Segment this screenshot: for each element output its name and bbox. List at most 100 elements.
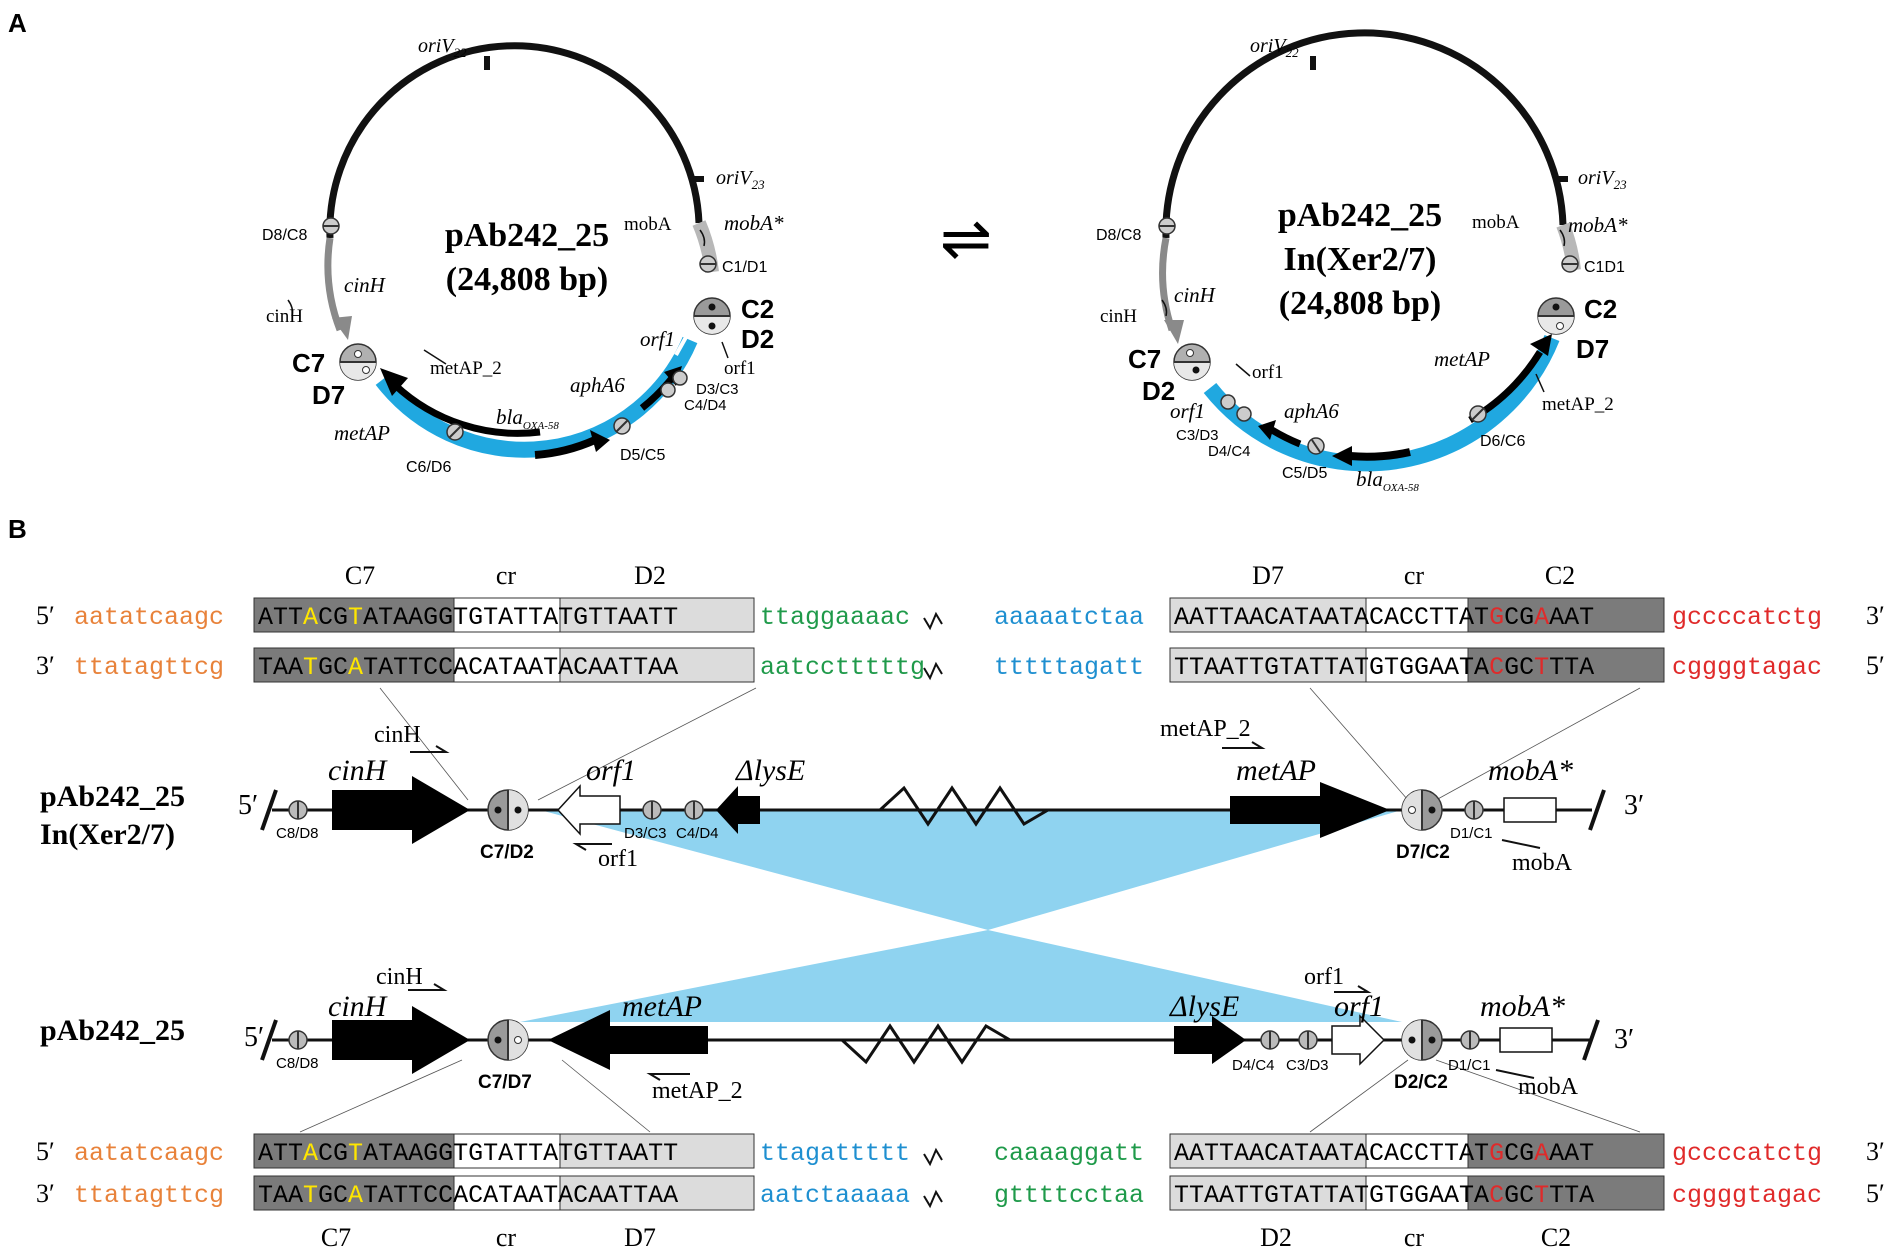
left-cinH-arrowhead (332, 316, 352, 340)
left-site-d5c5 (613, 417, 631, 435)
right-plasmid-map: oriV22 oriV23 mobA mobA* C1D1 C2 D7 metA… (1096, 29, 1628, 494)
left-metAP-gene-label: metAP (334, 421, 390, 445)
left-d2-label: D2 (741, 324, 774, 354)
left-site-d3c3 (672, 370, 688, 386)
right-site-c2d7 (1537, 297, 1575, 335)
right-site-c7d2 (1173, 343, 1211, 381)
right-bla-arrow (1349, 448, 1411, 461)
inv-lysE-label: ΔlysE (735, 754, 805, 787)
top-header-d7: D7 (1252, 561, 1284, 590)
orig-site-d2c2 (1401, 1019, 1443, 1061)
panel-label-b: B (8, 514, 27, 544)
bot-s1-break-icon (923, 1147, 943, 1167)
inv-three-prime: 3′ (1624, 790, 1644, 821)
orig-c3d3-label: C3/D3 (1286, 1057, 1329, 1074)
left-d5c5-label: D5/C5 (620, 447, 665, 464)
left-metAP-arrow (392, 382, 541, 437)
inv-metAP-gene-label: metAP (1236, 754, 1316, 787)
top-sequence-block: C7 cr D2 D7 cr C2 5′ aatatcaagc ATTACGTA… (36, 561, 1885, 683)
left-metAP-primer-label: metAP_2 (430, 358, 502, 379)
left-oriV23-tick (692, 176, 704, 182)
right-bla-arrowhead (1332, 446, 1352, 466)
top-s1-left-end: 5′ (36, 601, 55, 630)
left-bla-arrowhead (590, 430, 610, 452)
left-site-d8c8 (322, 217, 340, 235)
inv-site-d3c3 (642, 800, 662, 820)
orig-cinH-primer-label: cinH (376, 964, 423, 990)
right-cinH-arrowhead (1164, 320, 1184, 344)
top-s2-c7: TAATGCATATTCCACATAATACAATTAA (258, 653, 678, 682)
left-site-c4d4 (660, 382, 676, 398)
right-oriV23-label: oriV23 (1578, 167, 1627, 192)
inv-right-break (1588, 789, 1606, 831)
left-bla-arrow (534, 436, 597, 459)
left-metAP-arrowhead (380, 368, 408, 396)
left-plasmid-map: oriV22 oriV23 mobA mobA* C1/D1 C2 D2 orf… (262, 35, 784, 476)
bot-header-cr2: cr (1404, 1223, 1425, 1252)
orig-title: pAb242_25 (40, 1014, 185, 1047)
right-orf1-primer-arrow (1235, 363, 1251, 377)
inv-metAP-primer-arrow (1222, 741, 1266, 749)
right-site-d8c8 (1158, 217, 1176, 235)
right-cinH-segment (1159, 237, 1176, 332)
inv-metAP-gene (1230, 782, 1390, 838)
bot-header-d2: D2 (1260, 1223, 1292, 1252)
top-s1-break-icon (923, 611, 943, 631)
bot-s2-c7: TAATGCATATTCCACATAATACAATTAA (258, 1181, 678, 1210)
orig-d4c4-label: D4/C4 (1232, 1057, 1275, 1074)
right-oriV22-tick (1310, 56, 1316, 70)
inv-title-1: pAb242_25 (40, 780, 185, 813)
right-metAP-primer-arrow (1535, 373, 1545, 393)
right-mobA-primer-arrow (1559, 229, 1566, 247)
top-guide-lines (379, 687, 1641, 801)
top-box-cr1-s2 (453, 647, 561, 683)
top-header-cr1: cr (496, 561, 517, 590)
top-s1-mid-right: aaaaatctaa (994, 603, 1144, 632)
left-bla-label: blaOXA-58 (496, 405, 559, 432)
bot-s1-mid-right: caaaaggatt (994, 1139, 1144, 1168)
right-d8c8-label: D8/C8 (1096, 227, 1141, 244)
top-s1-c7: ATTACGTATAAGGTGTATTATGTTAATT (258, 603, 678, 632)
left-c2-label: C2 (741, 294, 774, 324)
inv-lysE-gene (716, 786, 760, 834)
bot-s2-left: ttatagttcg (74, 1181, 224, 1210)
orig-metAP-primer-arrow (646, 1073, 690, 1081)
inverted-map: pAb242_25 In(Xer2/7) 5′ 3′ (40, 716, 1644, 876)
inv-orf1-gene (556, 784, 621, 836)
bot-s2-break-icon (923, 1189, 943, 1209)
inv-d7c2-label: D7/C2 (1396, 842, 1450, 863)
left-d3c3-label: D3/C3 (696, 381, 739, 398)
panel-label-a: A (8, 8, 27, 38)
right-site-c1d1 (1561, 255, 1579, 273)
top-s1-right: gccccatctg (1672, 603, 1822, 632)
crossover-lower-fill (520, 930, 1402, 1022)
inv-site-c8d8 (288, 800, 308, 820)
right-oriV23-tick (1556, 176, 1568, 182)
right-cassette (1203, 335, 1560, 472)
top-s1-mid-left: ttaggaaaac (760, 603, 910, 632)
inv-d3c3-label: D3/C3 (624, 825, 667, 842)
orig-mobA-primer-label: mobA (1518, 1074, 1579, 1100)
top-header-cr2: cr (1404, 561, 1425, 590)
top-s2-mid-left: aatcctttttg (760, 653, 925, 682)
bottom-sequence-block: 5′ aatatcaagc ATTACGTATAAGGTGTATTATGTTAA… (36, 1133, 1885, 1252)
top-s2-mid-right: tttttagatt (994, 653, 1144, 682)
left-backbone (326, 42, 703, 239)
inv-site-c4d4 (684, 800, 704, 820)
right-plasmid-size: (24,808 bp) (1279, 285, 1441, 322)
bot-box-c7-s2 (253, 1175, 455, 1211)
left-orf1-gene-label: orf1 (640, 327, 675, 351)
left-metAP-primer-arrow (423, 349, 447, 365)
orig-three-prime: 3′ (1614, 1024, 1634, 1055)
bot-header-cr1: cr (496, 1223, 517, 1252)
orig-site-c7d7 (487, 1019, 529, 1061)
right-cinH-gene-label: cinH (1174, 283, 1217, 307)
left-cinH-primer-label: cinH (266, 306, 303, 327)
bot-box-c2-s2 (1467, 1175, 1665, 1211)
left-site-c6d6 (446, 423, 464, 441)
orig-c8d8-label: C8/D8 (276, 1055, 319, 1072)
orig-orf1-primer-label: orf1 (1304, 964, 1344, 990)
bot-box-cr1-s1 (453, 1133, 561, 1169)
top-box-d7-s2 (1169, 647, 1367, 683)
right-c1d1-label: C1D1 (1584, 259, 1625, 276)
